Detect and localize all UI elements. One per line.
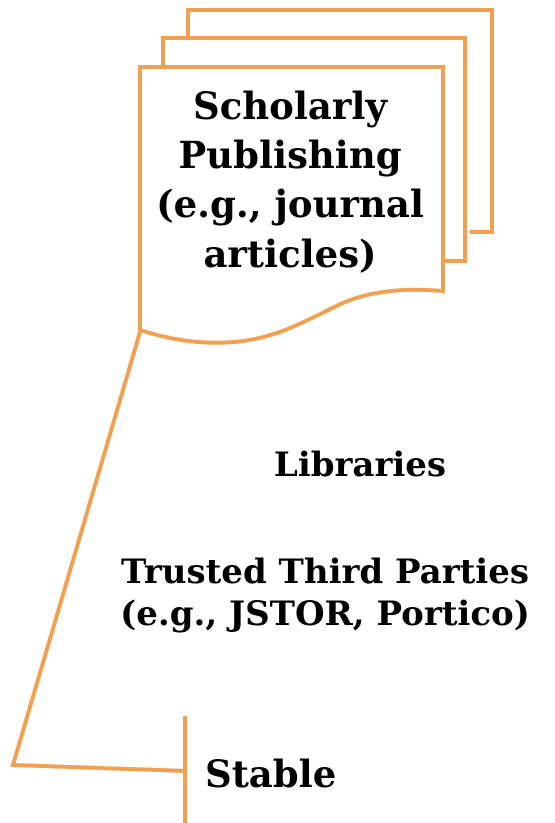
- document-label-line-1: Scholarly: [193, 84, 387, 128]
- document-label-line-3: (e.g., journal: [156, 182, 424, 226]
- document-label-line-2: Publishing: [178, 133, 402, 177]
- stable-label: Stable: [205, 752, 337, 796]
- connector-line: [10, 331, 188, 773]
- document-label-line-4: articles): [203, 232, 377, 276]
- trusted-third-parties-example: (e.g., JSTOR, Portico): [120, 594, 530, 634]
- libraries-label: Libraries: [273, 445, 447, 485]
- trusted-third-parties-label: Trusted Third Parties: [121, 552, 529, 592]
- document-front-page: [138, 65, 445, 345]
